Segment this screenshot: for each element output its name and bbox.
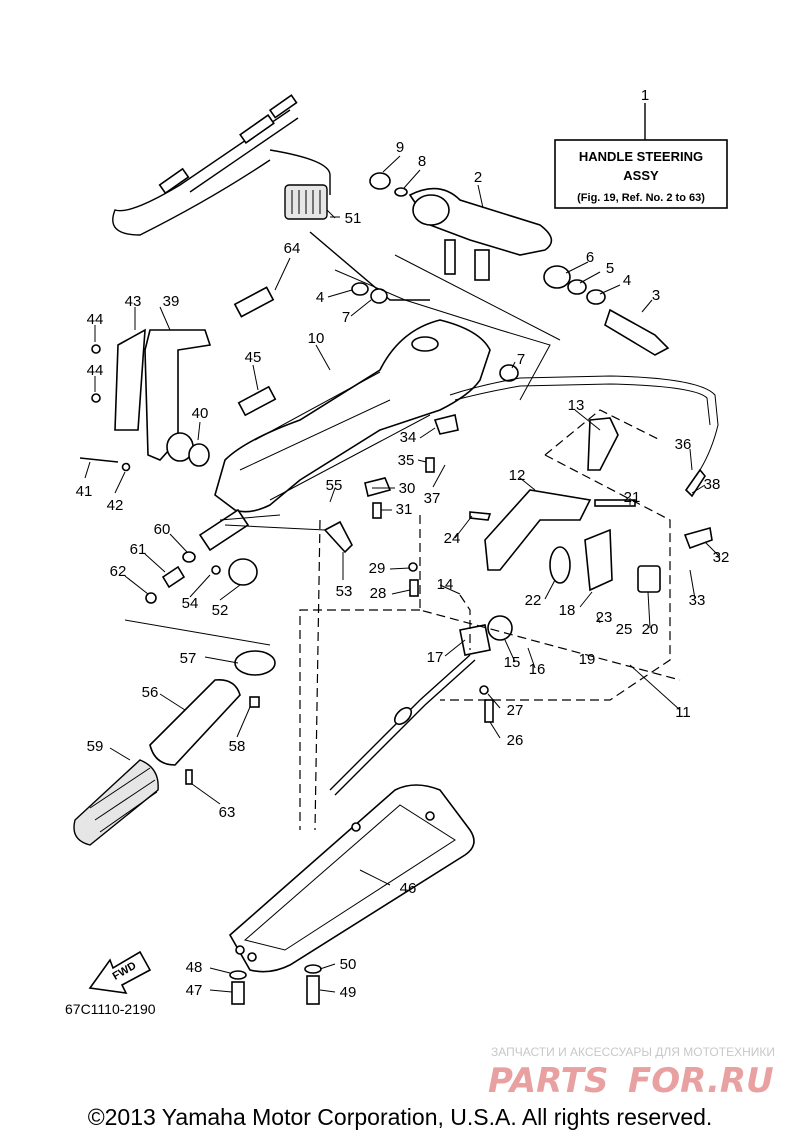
- callout-38: 38: [704, 476, 721, 493]
- callout-47: 47: [186, 982, 203, 999]
- callout-16: 16: [529, 661, 546, 678]
- callout-27: 27: [507, 702, 524, 719]
- callout-9: 9: [396, 139, 404, 156]
- callout-25: 25: [616, 621, 633, 638]
- callout-7: 7: [517, 351, 525, 368]
- callout-28: 28: [370, 585, 387, 602]
- callout-12: 12: [509, 467, 526, 484]
- callout-36: 36: [675, 436, 692, 453]
- callout-26: 26: [507, 732, 524, 749]
- callout-46: 46: [400, 880, 417, 897]
- callout-45: 45: [245, 349, 262, 366]
- callout-4: 4: [623, 272, 631, 289]
- callout-41: 41: [76, 483, 93, 500]
- callout-43: 43: [125, 293, 142, 310]
- callout-59: 59: [87, 738, 104, 755]
- callout-60: 60: [154, 521, 171, 538]
- bottom-plate-drawing: [228, 784, 475, 1005]
- callout-42: 42: [107, 497, 124, 514]
- assembly-reference-box: 1 HANDLE STEERING ASSY (Fig. 19, Ref. No…: [554, 87, 728, 209]
- callout-3: 3: [652, 287, 660, 304]
- callout-23: 23: [596, 609, 613, 626]
- callout-57: 57: [180, 650, 197, 667]
- watermark-tagline: ЗАПЧАСТИ И АКСЕССУАРЫ ДЛЯ МОТОТЕХНИКИ: [491, 1045, 775, 1059]
- callout-34: 34: [400, 429, 417, 446]
- fwd-arrow: FWD: [88, 950, 152, 995]
- left-bracket-drawing: [79, 328, 212, 472]
- labels-drawing: [233, 286, 277, 417]
- callout-53: 53: [336, 583, 353, 600]
- callout-56: 56: [142, 684, 159, 701]
- callout-51: 51: [345, 210, 362, 227]
- callout-15: 15: [504, 654, 521, 671]
- control-cables-drawing: [112, 94, 331, 236]
- callout-11: 11: [675, 704, 691, 721]
- shift-mechanism-drawing: [219, 375, 719, 796]
- callout-29: 29: [369, 560, 386, 577]
- callout-48: 48: [186, 959, 203, 976]
- callout-50: 50: [340, 956, 357, 973]
- callout-35: 35: [398, 452, 415, 469]
- watermark: ЗАПЧАСТИ И АКСЕССУАРЫ ДЛЯ МОТОТЕХНИКИ PA…: [488, 1045, 775, 1101]
- callout-37: 37: [424, 490, 441, 507]
- callout-14: 14: [437, 576, 454, 593]
- leader-lines: [84, 155, 721, 993]
- callout-44-lower: 44: [87, 362, 104, 379]
- callout-49: 49: [340, 984, 357, 1001]
- callout-1: 1: [641, 87, 649, 104]
- callout-19: 19: [579, 651, 596, 668]
- callout-39: 39: [163, 293, 180, 310]
- callout-52: 52: [212, 602, 229, 619]
- callout-numbers: 9 8 2 3 4 5 6 4 7 7 64 10 45 51 39 43 44…: [76, 139, 730, 1001]
- callout-22: 22: [525, 592, 542, 609]
- callout-24: 24: [444, 530, 461, 547]
- callout-13: 13: [568, 397, 585, 414]
- copyright-footer: ©2013 Yamaha Motor Corporation, U.S.A. A…: [88, 1104, 713, 1130]
- callout-31: 31: [396, 501, 413, 518]
- switch-drawing: [284, 184, 430, 301]
- callout-62: 62: [110, 563, 127, 580]
- callout-2: 2: [474, 169, 482, 186]
- callout-63: 63: [219, 804, 236, 821]
- callout-58: 58: [229, 738, 246, 755]
- callout-18: 18: [559, 602, 576, 619]
- assembly-title-line2: ASSY: [623, 168, 659, 183]
- callout-30: 30: [399, 480, 416, 497]
- callout-55: 55: [326, 477, 343, 494]
- grouping-lines: [299, 409, 681, 831]
- watermark-logo-part2: FOR.RU: [628, 1061, 774, 1101]
- callout-6: 6: [586, 249, 594, 266]
- diagram-part-code: 67C1110-2190: [65, 1001, 156, 1017]
- callout-4-left: 4: [316, 289, 324, 306]
- callout-21: 21: [624, 489, 641, 506]
- callout-44: 44: [87, 311, 104, 328]
- callout-20: 20: [642, 621, 659, 638]
- callout-17: 17: [427, 649, 444, 666]
- callout-33: 33: [689, 592, 706, 609]
- callout-64: 64: [284, 240, 301, 257]
- callout-40: 40: [192, 405, 209, 422]
- callout-61: 61: [130, 541, 147, 558]
- assembly-title-line1: HANDLE STEERING: [579, 149, 703, 164]
- throttle-grip-drawing: [73, 508, 276, 846]
- steering-bracket-drawing: [369, 172, 670, 356]
- callout-8: 8: [418, 153, 426, 170]
- callout-10: 10: [308, 330, 325, 347]
- assembly-reference: (Fig. 19, Ref. No. 2 to 63): [577, 192, 705, 204]
- callout-32: 32: [713, 549, 730, 566]
- tiller-handle-drawing: [214, 254, 561, 513]
- callout-7-left: 7: [342, 309, 350, 326]
- callout-54: 54: [182, 595, 199, 612]
- watermark-logo-part1: PARTS: [488, 1061, 608, 1101]
- callout-5: 5: [606, 260, 614, 277]
